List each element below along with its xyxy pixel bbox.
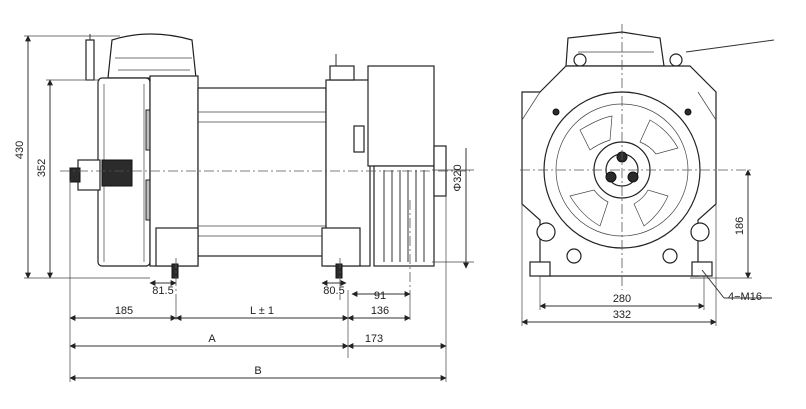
dim-phi-320: Φ320: [452, 164, 464, 191]
side-view: [60, 33, 470, 300]
brake-housing: [107, 33, 197, 79]
dim-80-5: 80.5: [323, 285, 344, 297]
dim-81-5: 81.5: [152, 285, 173, 297]
front-view: [520, 24, 775, 290]
bearing-housing: [367, 65, 435, 167]
side-view-dimensions: 430 352 Φ320 81.5 80.5 91 185 L ± 1 136: [14, 35, 474, 382]
dim-b: B: [254, 365, 261, 377]
brake-lever: [85, 39, 95, 81]
encoder: [77, 159, 101, 191]
encoder-box: [101, 159, 133, 187]
dim-136: 136: [371, 305, 389, 317]
dim-430: 430: [14, 141, 26, 159]
traction-sheave: [373, 165, 435, 267]
dim-173: 173: [365, 333, 383, 345]
dim-a: A: [208, 333, 216, 345]
bolt-spec-label: 4−M16: [728, 291, 762, 303]
motor-stator: [197, 87, 327, 257]
dim-280: 280: [613, 293, 631, 305]
dim-91: 91: [374, 290, 386, 302]
dim-352: 352: [36, 159, 48, 177]
dim-length: L ± 1: [250, 305, 274, 317]
dim-186: 186: [734, 217, 746, 235]
front-view-dimensions: 186 280 332 4−M16: [521, 169, 772, 326]
dim-332: 332: [613, 309, 631, 321]
dim-185: 185: [115, 305, 133, 317]
